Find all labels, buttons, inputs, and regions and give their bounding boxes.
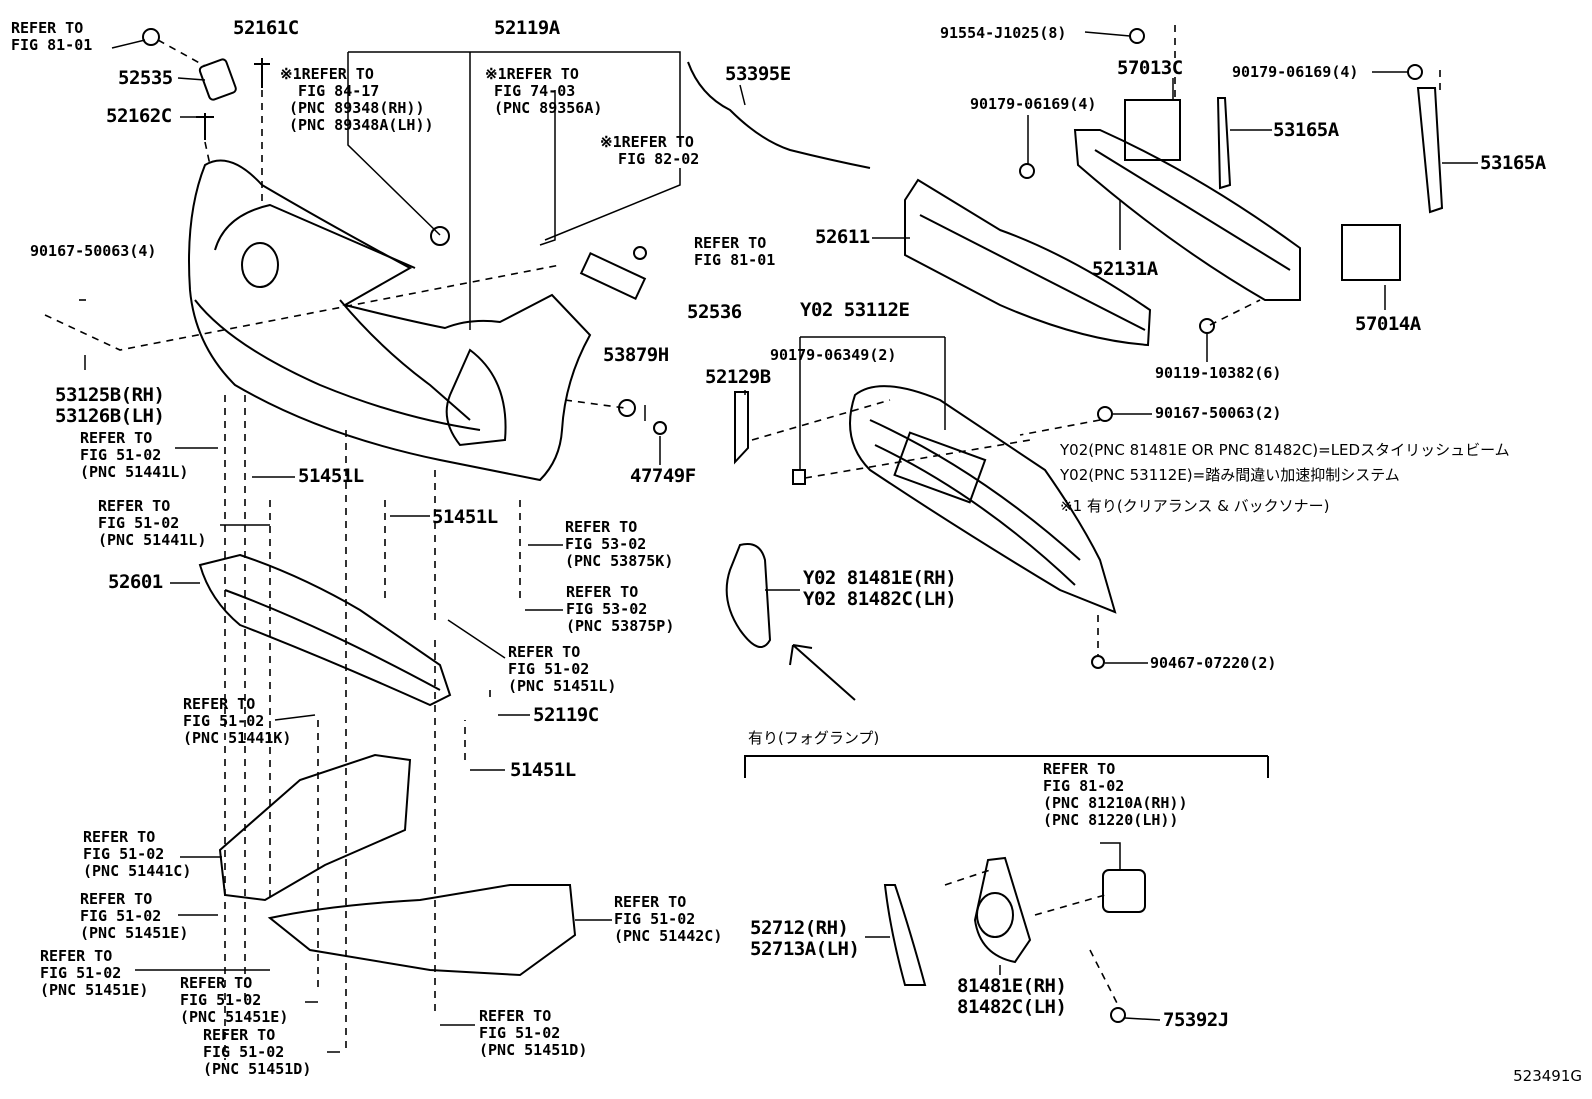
label-refer-fig-81-01-b: REFER TO FIG 81-01 (694, 234, 776, 269)
label-part-53165A-rh: 53165A (1273, 119, 1339, 141)
figure-number: 523491G (1513, 1067, 1582, 1085)
label-part-52119C: 52119C (533, 704, 599, 726)
bezel-81481E (973, 856, 1032, 964)
label-part-90167-50063-2: 90167-50063(2) (1155, 404, 1282, 422)
bracket-57013C (1124, 99, 1181, 161)
label-refer-fig-51-02-51451L: REFER TO FIG 51-02 (PNC 51451L) (508, 643, 617, 695)
absorber-52611 (904, 178, 1152, 347)
label-part-53165A-lh: 53165A (1480, 152, 1546, 174)
note-led-stylish-beam: Y02(PNC 81481E OR PNC 81482C)=LEDスタイリッシュ… (1060, 441, 1510, 459)
label-refer-fig-53-02-53875K: REFER TO FIG 53-02 (PNC 53875K) (565, 518, 674, 570)
label-part-52131A: 52131A (1092, 258, 1158, 280)
label-refer-fig-51-02-51451D-b: REFER TO FIG 51-02 (PNC 51451D) (479, 1007, 588, 1059)
label-refer-fig-53-02-53875P: REFER TO FIG 53-02 (PNC 53875P) (566, 583, 675, 635)
reinforcement-52131A (1073, 129, 1301, 301)
label-part-53125B-53126B: 53125B(RH) 53126B(LH) (55, 384, 165, 427)
label-part-52119A: 52119A (494, 17, 560, 39)
label-part-51451L-c: 51451L (510, 759, 576, 781)
bracket-57014A (1341, 224, 1401, 281)
label-part-57014A: 57014A (1355, 313, 1421, 335)
label-part-52535: 52535 (118, 67, 173, 89)
label-part-52712-52713A: 52712(RH) 52713A(LH) (750, 917, 860, 960)
label-part-52611: 52611 (815, 226, 870, 248)
label-refer-fig-81-01: REFER TO FIG 81-01 (11, 19, 93, 54)
bracket-53165A-lh (1416, 87, 1444, 214)
label-part-57013C: 57013C (1117, 57, 1183, 79)
fog-lamp-81210A (1102, 869, 1146, 913)
label-refer-fig-51-02-51441L-a: REFER TO FIG 51-02 (PNC 51441L) (80, 429, 189, 481)
grille-53112E (849, 385, 1117, 614)
label-part-52161C: 52161C (233, 17, 299, 39)
label-part-90467-07220: 90467-07220(2) (1150, 654, 1277, 672)
label-part-90179-06169-lh: 90179-06169(4) (1232, 63, 1359, 81)
label-part-52601: 52601 (108, 571, 163, 593)
clip-52536 (579, 252, 647, 300)
label-part-91554-J1025: 91554-J1025(8) (940, 24, 1067, 42)
note-clearance-sonar: ※1 有り(クリアランス & バックソナー) (1060, 497, 1330, 515)
label-part-90119-10382: 90119-10382(6) (1155, 364, 1282, 382)
bezel-52712 (883, 884, 927, 986)
label-part-52162C: 52162C (106, 105, 172, 127)
under-cover-52601 (198, 553, 452, 707)
bumper-cover-52119A (188, 159, 592, 482)
label-refer-fig-51-02-51451E-c: REFER TO FIG 51-02 (PNC 51451E) (180, 974, 289, 1026)
label-part-53879H: 53879H (603, 344, 669, 366)
label-part-52129B: 52129B (705, 366, 771, 388)
bracket-53165A-rh (1216, 97, 1232, 190)
label-part-81481E-81482C: 81481E(RH) 81482C(LH) (957, 975, 1067, 1018)
label-part-90179-06349: 90179-06349(2) (770, 346, 897, 364)
sensor-89348 (430, 226, 450, 246)
label-part-75392J: 75392J (1163, 1009, 1229, 1031)
label-refer-fig-51-02-51441C: REFER TO FIG 51-02 (PNC 51441C) (83, 828, 192, 880)
label-refer-fig-51-02-51441K: REFER TO FIG 51-02 (PNC 51441K) (183, 695, 292, 747)
label-refer-fig-82-02: ※1REFER TO FIG 82-02 (600, 133, 700, 168)
bracket-52129B (734, 391, 749, 465)
label-part-52536: 52536 (687, 301, 742, 323)
label-part-51451L-b: 51451L (432, 506, 498, 528)
label-part-47749F: 47749F (630, 465, 696, 487)
label-refer-fig-51-02-51441L-b: REFER TO FIG 51-02 (PNC 51441L) (98, 497, 207, 549)
fog-lamp-group-heading: 有り(フォグランプ) (748, 729, 880, 747)
label-part-53395E: 53395E (725, 63, 791, 85)
label-refer-fig-51-02-51451D-a: REFER TO FIG 51-02 (PNC 51451D) (203, 1026, 312, 1078)
label-refer-fig-51-02-51451E-b: REFER TO FIG 51-02 (PNC 51451E) (40, 947, 149, 999)
hose-53395E (687, 61, 871, 169)
label-refer-fig-84-17: ※1REFER TO FIG 84-17 (PNC 89348(RH)) (PN… (280, 65, 434, 134)
label-part-51451L-a: 51451L (298, 465, 364, 487)
garnish-y02-81481E (725, 543, 772, 649)
shield-51442C (267, 884, 577, 977)
part-52535 (198, 58, 237, 101)
shield-51441C (218, 753, 412, 902)
label-part-y02-53112E: Y02 53112E (800, 299, 910, 321)
label-part-90179-06169-rh: 90179-06169(4) (970, 95, 1097, 113)
note-acceleration-suppression: Y02(PNC 53112E)=踏み間違い加速抑制システム (1060, 466, 1400, 484)
label-refer-fig-74-03: ※1REFER TO FIG 74-03 (PNC 89356A) (485, 65, 603, 117)
label-refer-fig-81-02: REFER TO FIG 81-02 (PNC 81210A(RH)) (PNC… (1043, 760, 1188, 829)
label-refer-fig-51-02-51442C: REFER TO FIG 51-02 (PNC 51442C) (614, 893, 723, 945)
label-part-90167-50063-4: 90167-50063(4) (30, 242, 157, 260)
label-part-y02-81481E: Y02 81481E(RH) Y02 81482C(LH) (803, 567, 957, 610)
label-refer-fig-51-02-51451E-a: REFER TO FIG 51-02 (PNC 51451E) (80, 890, 189, 942)
